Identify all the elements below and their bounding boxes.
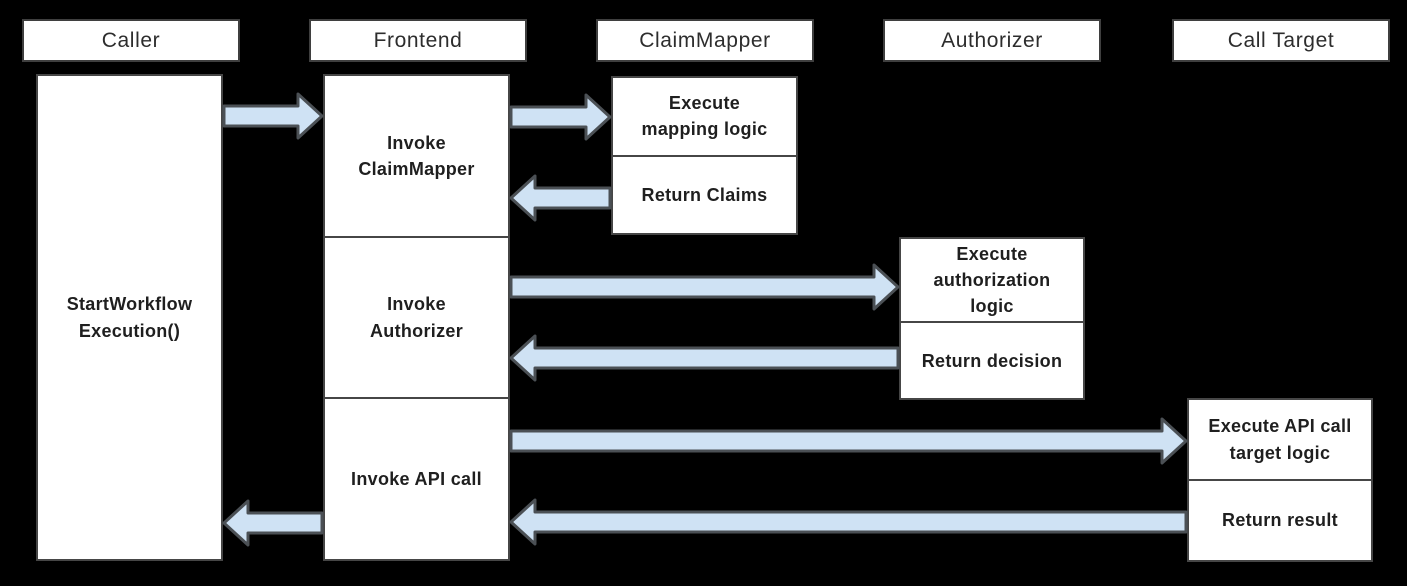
calltarget-activation-box: Execute API call target logic Return res…: [1187, 398, 1373, 562]
arrow-frontend-to-caller: [222, 499, 324, 547]
arrow-authorizer-to-frontend: [509, 334, 900, 382]
arrow-calltarget-to-frontend: [509, 498, 1188, 546]
column-header-caller: Caller: [22, 19, 240, 62]
arrow-claimmapper-to-frontend: [509, 174, 612, 222]
caller-activity-label: StartWorkflow Execution(): [66, 294, 193, 341]
calltarget-activity-execute-api-call: Execute API call target logic: [1208, 416, 1352, 463]
authorizer-activity-return-decision: Return decision: [901, 321, 1083, 398]
arrow-frontend-to-calltarget: [509, 417, 1188, 465]
frontend-activation-box: Invoke ClaimMapper Invoke Authorizer Inv…: [323, 74, 510, 561]
claimmapper-activation-box: Execute mapping logic Return Claims: [611, 76, 798, 235]
authorizer-activation-box: Execute authorization logic Return decis…: [899, 237, 1085, 400]
column-header-calltarget: Call Target: [1172, 19, 1390, 62]
claimmapper-activity-execute-mapping: Execute mapping logic: [641, 93, 768, 140]
frontend-activity-invoke-api-call: Invoke API call: [325, 397, 508, 559]
column-header-frontend: Frontend: [309, 19, 527, 62]
caller-activation-box: StartWorkflow Execution(): [36, 74, 223, 561]
claimmapper-activity-return-claims: Return Claims: [613, 154, 796, 234]
frontend-activity-invoke-authorizer: Invoke Authorizer: [325, 235, 508, 398]
arrow-frontend-to-claimmapper: [509, 93, 612, 141]
arrow-caller-to-frontend: [222, 92, 324, 140]
authorizer-activity-execute-authorization: Execute authorization logic: [933, 244, 1051, 317]
column-header-claimmapper: ClaimMapper: [596, 19, 814, 62]
calltarget-activity-return-result: Return result: [1189, 479, 1371, 560]
arrow-frontend-to-authorizer: [509, 263, 900, 311]
column-header-authorizer: Authorizer: [883, 19, 1101, 62]
frontend-activity-invoke-claimmapper: Invoke ClaimMapper: [358, 132, 475, 179]
